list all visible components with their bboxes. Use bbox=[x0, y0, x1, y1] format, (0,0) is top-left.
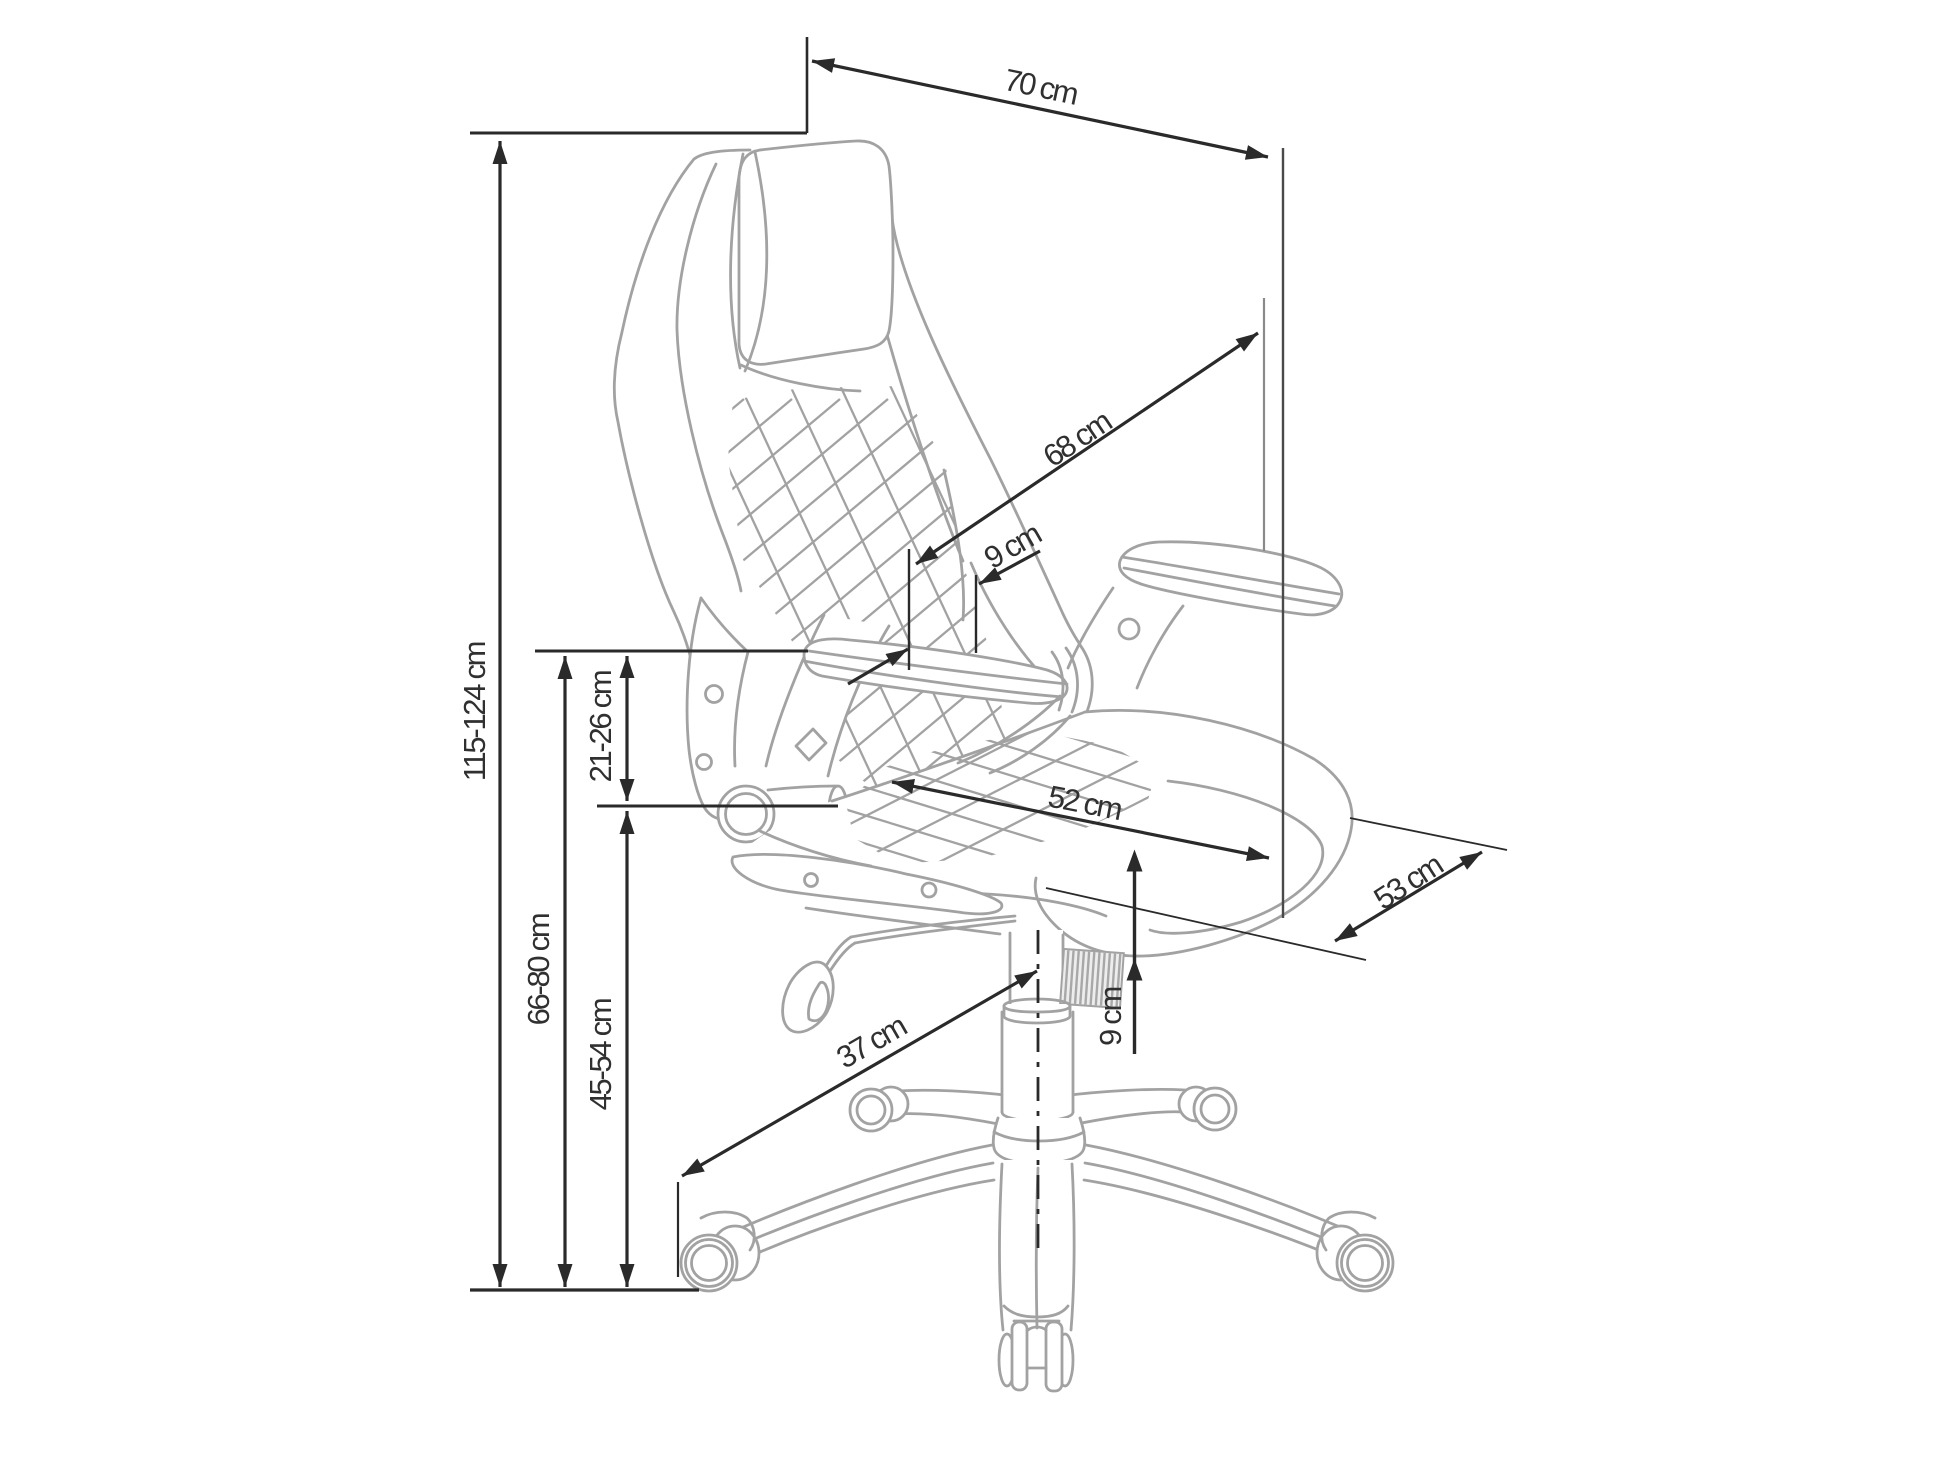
svg-text:9 cm: 9 cm bbox=[1093, 988, 1128, 1046]
svg-text:66-80 cm: 66-80 cm bbox=[521, 914, 556, 1025]
svg-text:45-54 cm: 45-54 cm bbox=[583, 999, 618, 1110]
svg-text:21-26 cm: 21-26 cm bbox=[583, 671, 618, 782]
svg-text:68 cm: 68 cm bbox=[1037, 404, 1117, 474]
svg-text:115-124 cm: 115-124 cm bbox=[457, 642, 492, 781]
svg-text:53 cm: 53 cm bbox=[1368, 847, 1449, 916]
